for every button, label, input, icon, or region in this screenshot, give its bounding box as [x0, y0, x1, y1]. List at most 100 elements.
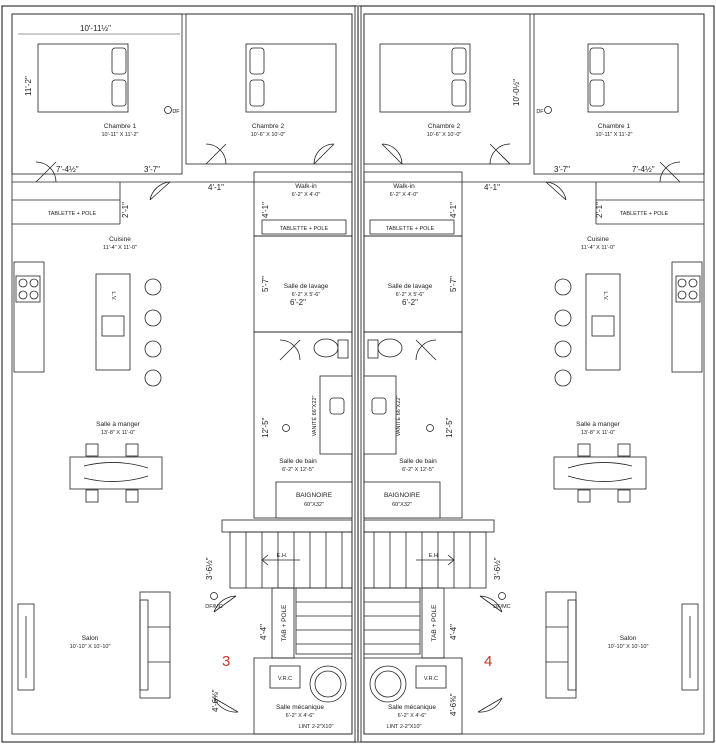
dim-mech-left: 4'-6⅝": [211, 689, 220, 712]
dining-table: [69, 456, 163, 490]
tab-pole-label: TAB + POLE: [431, 604, 438, 642]
dim-laundry-width-left: 6'-2": [290, 298, 306, 307]
dim-shelf-right: 2'-1": [595, 202, 604, 218]
dim-closet-left: 7'-4½": [56, 165, 79, 174]
shelf-pole-label: TABLETTE + POLE: [280, 226, 329, 232]
room-name: Cuisine: [109, 236, 131, 243]
vrc-label: V.R.C: [278, 676, 292, 682]
lint-label: LINT 2-2"X10": [299, 724, 334, 730]
door-swing: [213, 595, 237, 613]
fixture-labels: TABLETTE + POLE TABLETTE + POLE TABLETTE…: [48, 109, 669, 730]
dim-right-bed-height: 10'-0½": [512, 79, 521, 106]
smoke-detector-label: DF: [536, 109, 544, 115]
room-size: 11'-4" X 11'-0": [103, 245, 137, 251]
mechanical-wall: [253, 657, 353, 735]
bar-stool: [144, 340, 162, 358]
lint-label: LINT 2-2"X10": [387, 724, 422, 730]
shelf-pole-label: TABLETTE + POLE: [620, 211, 669, 217]
dim-tab-height-left: 4'-4": [259, 624, 268, 640]
room-size: 10'-10" X 10'-10": [608, 644, 649, 650]
bedroom-2-wall: [185, 13, 353, 165]
room-labels: Chambre 1 10'-11" X 11'-2" Chambre 2 10'…: [70, 123, 649, 719]
room-name: Cuisine: [587, 236, 609, 243]
room-name: Chambre 2: [252, 123, 285, 130]
room-name: Salle de lavage: [388, 283, 433, 290]
room-size: 10'-6" X 10'-0": [427, 132, 462, 138]
dim-mech-right: 4'-6⅝": [449, 693, 458, 716]
stair-arrow: [261, 554, 300, 566]
room-name: Salon: [82, 635, 99, 642]
room-name: Chambre 1: [598, 123, 631, 130]
island-sink: [101, 315, 125, 337]
dim-tab-height-right: 4'-4": [449, 624, 458, 640]
room-name: Salle mécanique: [276, 704, 324, 711]
dim-laundry-height-left: 5'-7": [261, 276, 270, 292]
exterior-wall: [1, 5, 357, 743]
dining-chair: [125, 489, 139, 503]
toilet: [313, 338, 339, 358]
room-name: Walk-in: [295, 183, 317, 190]
room-size: 10'-6" X 10'-0": [251, 132, 286, 138]
shelf-pole-label: TABLETTE + POLE: [386, 226, 435, 232]
dim-closet-right: 7'-4½": [632, 165, 655, 174]
room-name: Chambre 2: [428, 123, 461, 130]
bed: [37, 43, 129, 113]
tub: [275, 481, 353, 519]
stair-direction-label: E.H.: [277, 553, 288, 559]
shelf-pole-label: TABLETTE + POLE: [48, 211, 97, 217]
bedroom-1-wall: [11, 13, 183, 175]
toilet-tank: [337, 339, 349, 359]
room-size: 6'-2" X 12'-5": [402, 467, 434, 473]
room-name: Salle à manger: [96, 421, 141, 428]
dim-bath-height-left: 12'-5": [261, 417, 270, 438]
dining-chair: [85, 489, 99, 503]
vanity-label: VANITÉ 66"X22": [311, 396, 318, 437]
room-size: 11'-4" X 11'-0": [581, 245, 615, 251]
room-name: Salle de bain: [279, 458, 317, 465]
smoke-detector-label: DF/MC: [205, 604, 222, 610]
vrc-label: V.R.C: [424, 676, 438, 682]
room-name: Walk-in: [393, 183, 415, 190]
tab-pole-label: TAB + POLE: [281, 604, 288, 642]
dim-hall-left: 3'-7": [144, 165, 160, 174]
smoke-detector-icon: [210, 592, 218, 600]
dim-hall-right: 3'-7": [554, 165, 570, 174]
room-size: 6'-2" X 12'-5": [282, 467, 314, 473]
stair-lower: [295, 587, 353, 655]
door-swing: [313, 143, 335, 165]
room-size: 6'-2" X 5'-6": [292, 292, 321, 298]
vanity: [319, 375, 353, 455]
tub-size-label: 60"X32": [392, 502, 412, 508]
dim-walkin-left: 4'-1": [261, 202, 270, 218]
room-name: Salle de lavage: [284, 283, 329, 290]
stair-direction-label: E.H.: [429, 553, 440, 559]
dining-chair: [85, 443, 99, 457]
bed: [245, 43, 337, 113]
dim-shelf-left: 2'-1": [121, 202, 130, 218]
dishwasher-label: L.V.: [110, 291, 116, 301]
unit-number-right: 4: [484, 653, 492, 670]
room-size: 6'-2" X 4'-6": [398, 713, 427, 719]
room-name: Salle mécanique: [388, 704, 436, 711]
room-size: 10'-10" X 10'-10": [70, 644, 111, 650]
dim-top-width: 10'-11½": [80, 24, 111, 33]
smoke-detector-icon: [164, 106, 172, 114]
room-size: 10'-11" X 11'-2": [596, 132, 633, 138]
room-size: 13'-8" X 11'-0": [581, 430, 615, 436]
tub-label: BAIGNOIRE: [296, 492, 333, 499]
dim-corridor-right: 4'-1": [484, 183, 500, 192]
tub-label: BAIGNOIRE: [384, 492, 421, 499]
dim-stair-left: 3'-6½": [205, 557, 214, 580]
bar-stool: [144, 369, 162, 387]
bar-stool: [144, 278, 162, 296]
room-size: 13'-8" X 11'-0": [101, 430, 135, 436]
vanity-label: VANITÉ 66"X22": [395, 396, 402, 437]
room-size: 6'-2" X 5'-6": [396, 292, 425, 298]
dim-bath-height-right: 12'-5": [445, 417, 454, 438]
smoke-detector-label: DF/MC: [493, 604, 510, 610]
dim-left-bed-height: 11'-2": [24, 76, 33, 96]
dishwasher-label: L.V.: [602, 291, 608, 301]
sofa: [139, 591, 171, 699]
bar-stool: [144, 309, 162, 327]
room-name: Salon: [620, 635, 637, 642]
